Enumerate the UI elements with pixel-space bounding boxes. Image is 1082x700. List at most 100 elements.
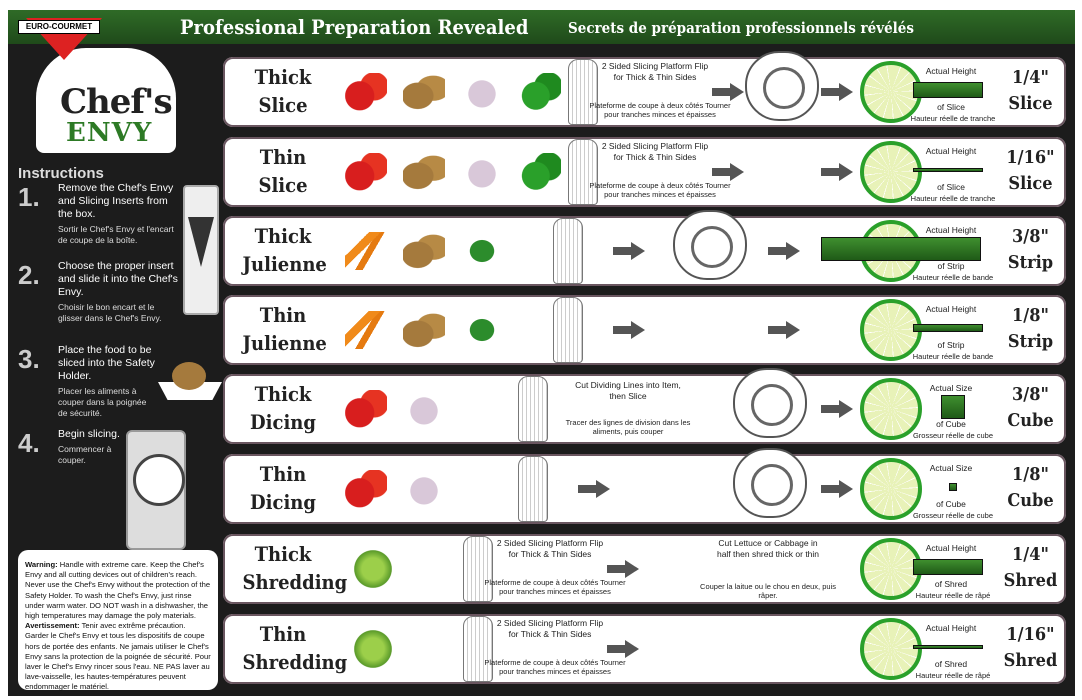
step-text-en: Place the food to be sliced into the Saf… [58,344,155,382]
cut-size: 1/4"Slice [1001,65,1060,117]
warning-label-fr: Avertissement: [25,621,80,631]
food-list [345,305,503,355]
platform-text-fr: Plateforme de coupe à deux côtés Tourner… [484,578,626,596]
slicing-insert-icon [568,139,598,205]
platform-text-fr: Plateforme de coupe à deux côtés Tourner… [484,658,626,676]
food-list [345,67,561,117]
measure-label-2: of Cube [936,419,966,429]
cut-size: 1/8"Cube [1001,462,1060,514]
step-text-fr: Placer les aliments à couper dans la poi… [58,386,147,418]
slicing-insert-icon [553,297,583,363]
platform-text-fr: Plateforme de coupe à deux côtés Tourner… [589,101,731,119]
cut-title-line1: Thin [259,145,307,169]
cut-title-line2: Shredding [242,650,348,674]
tomato-icon [345,73,387,111]
logo-chefs: Chef's [60,82,173,122]
lettuce-icon [345,625,401,673]
step-text-en: Begin slicing. [58,428,120,440]
platform-text: 2 Sided Slicing Platform Flip for Thick … [496,538,604,559]
measure-label-2: of Slice [937,182,965,192]
slicer-icon [126,430,186,550]
lime-slice-icon [860,378,922,440]
warning-label: Warning: [25,560,58,569]
food-list [345,544,401,594]
instructions-heading: Instructions [18,165,104,182]
measure-label-2: of Shred [934,579,968,589]
lime-slice-icon [860,458,922,520]
cut-title-line2: Slice [258,93,308,117]
cut-title-line2: Julienne [242,331,327,355]
cut-title-line1: Thin [259,303,307,327]
size-value: 1/8" [1012,464,1049,485]
arrow-right-icon [768,242,802,260]
step-text-en: Choose the proper insert and slide it in… [58,260,178,298]
potato-icon [403,153,445,191]
slicer-holder-icon [745,51,819,121]
size-value: 1/8" [1012,305,1049,326]
poster: Professional Preparation Revealed Secret… [8,10,1075,696]
food-list [345,226,503,276]
measure-label-fr: Hauteur réelle de tranche [910,114,996,123]
warning-text-fr: Tenir avec extrême précaution. Garder le… [25,621,211,692]
cucumber-icon [461,311,503,349]
step-text-fr: Commencer à couper. [58,444,112,465]
measure-label: Actual Height [925,543,977,553]
cut-title-line1: Thick [254,65,312,89]
size-unit: Cube [1007,410,1054,431]
height-indicator [821,237,981,261]
cube-size-indicator [949,483,957,491]
potato-icon [403,232,445,270]
carrot-icon [345,311,387,349]
tomato-icon [345,470,387,508]
size-value: 3/8" [1012,226,1049,247]
slicing-insert-icon [518,376,548,442]
warning-text: Handle with extreme care. Keep the Chef'… [25,560,211,621]
cut-size: 1/8" Strip [1001,303,1060,355]
measure-label-2: of Cube [936,499,966,509]
step-text-fr: Sortir le Chef's Envy et l'encart de cou… [58,224,174,245]
arrow-right-icon [768,321,802,339]
measure-label-fr: Hauteur réelle de râpé [915,671,991,680]
slicer-holder-icon [733,448,807,518]
cut-size: 3/8"Cube [1001,382,1060,434]
tomato-icon [345,153,387,191]
cucumber-icon [461,232,503,270]
food-list [345,147,561,197]
dicing-text: Cut Dividing Lines into Item, then Slice [575,380,681,401]
slicing-insert-icon [183,185,219,315]
food-list [345,624,401,674]
cut-title-line2: Shredding [242,570,348,594]
size-value: 1/4" [1012,544,1049,565]
warning-box: Warning: Handle with extreme care. Keep … [18,550,218,692]
cut-title-line2: Dicing [250,490,316,514]
size-unit: Strip [1007,331,1054,352]
onion-icon [403,390,445,428]
carrot-icon [345,232,387,270]
cut-title-line2: Dicing [250,410,316,434]
lettuce-icon [345,545,401,593]
step-number: 2. [18,260,40,290]
size-value: 1/16" [1006,147,1055,168]
height-indicator [913,324,983,332]
step-text-en: Remove the Chef's Envy and Slicing Inser… [58,182,174,220]
arrow-right-icon [613,242,647,260]
measure-label-2: of Slice [937,102,965,112]
size-value: 1/4" [1012,67,1049,88]
shred-text-fr: Couper la laitue ou le chou en deux, pui… [700,582,836,600]
slicer-holder-icon [673,210,747,280]
step-text-fr: Choisir le bon encart et le glisser dans… [58,302,162,323]
chef-hat-icon [36,48,176,153]
onion-icon [461,153,503,191]
arrow-right-icon [712,83,746,101]
step-body: Remove the Chef's Envy and Slicing Inser… [58,182,180,246]
dicing-text-fr: Tracer des lignes de division dans les a… [565,418,691,436]
measure-label-fr: Hauteur réelle de râpé [915,591,991,600]
cube-size-indicator [941,395,965,419]
brand-name: EURO-COURMET [18,20,100,34]
cut-title-line1: Thin [259,462,307,486]
food-list [345,384,445,434]
